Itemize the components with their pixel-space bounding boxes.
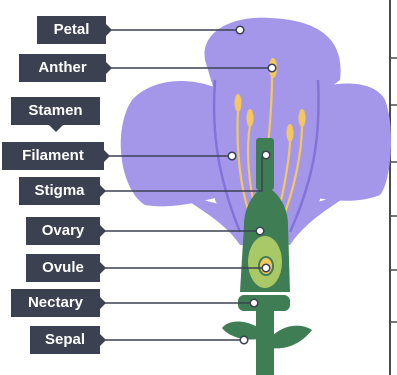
label-filament: Filament <box>2 142 104 170</box>
label-nectary: Nectary <box>11 289 100 317</box>
label-sepal: Sepal <box>30 326 100 354</box>
label-stamen: Stamen <box>11 97 100 125</box>
label-stigma: Stigma <box>19 177 100 205</box>
style <box>256 138 274 190</box>
right-scale-line <box>390 0 397 375</box>
label-petal: Petal <box>37 16 106 44</box>
label-anther: Anther <box>19 54 106 82</box>
label-ovary: Ovary <box>26 217 100 245</box>
label-ovule: Ovule <box>26 254 100 282</box>
right-sepal <box>270 326 312 349</box>
